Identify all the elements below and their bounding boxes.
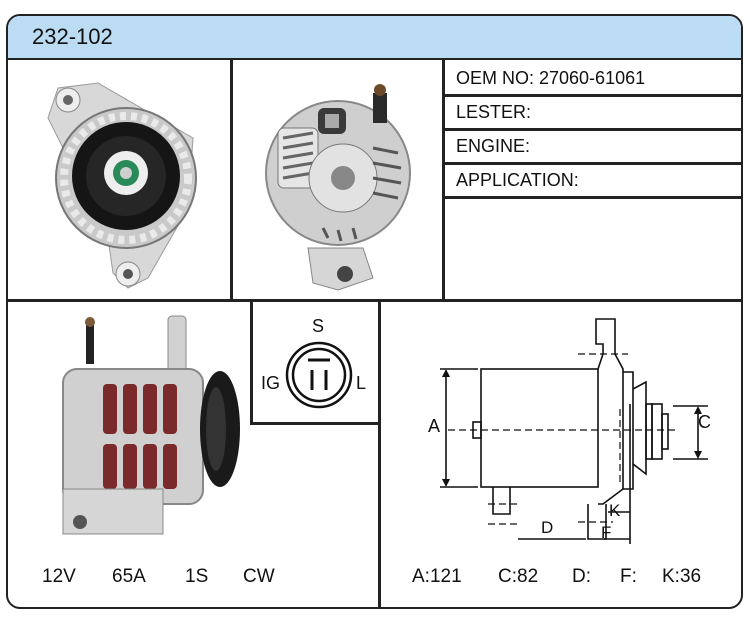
divider <box>442 60 445 300</box>
divider <box>442 162 741 165</box>
dimension-d-value: D: <box>572 566 591 587</box>
dimension-k-value: K:36 <box>662 566 702 587</box>
amperage-rating: 65A <box>112 566 146 587</box>
divider <box>8 299 741 302</box>
application-field: APPLICATION: <box>456 170 579 190</box>
dimension-c-value: C:82 <box>498 566 539 587</box>
dimension-label-k: K <box>609 501 621 520</box>
divider <box>442 94 741 97</box>
plug-label-s: S <box>312 316 325 336</box>
dimension-label-a: A <box>428 416 441 436</box>
pulley-type: 1S <box>185 566 209 587</box>
alternator-side-photo <box>62 315 240 535</box>
dimension-diagram <box>440 318 708 544</box>
product-card: 232-102 OEM NO: 27060-61061 LESTER: ENGI… <box>6 14 743 609</box>
rotation-direction: CW <box>243 566 275 587</box>
dimension-f-value: F: <box>620 566 637 587</box>
dimension-label-f: F <box>601 523 612 542</box>
lester-field: LESTER: <box>456 102 532 122</box>
divider <box>230 60 233 300</box>
alternator-rear-photo <box>265 84 411 291</box>
divider <box>250 422 380 425</box>
plug-label-ig: IG <box>261 373 281 393</box>
alternator-front-photo <box>47 82 197 289</box>
part-number-title: 232-102 <box>32 24 113 49</box>
dimension-a-value: A:121 <box>412 566 462 587</box>
plug-connector-diagram <box>285 341 353 409</box>
divider <box>442 196 741 199</box>
divider <box>378 300 381 607</box>
divider <box>442 128 741 131</box>
dimension-label-c: C <box>698 412 711 432</box>
dimension-label-d: D <box>541 518 554 537</box>
voltage-rating: 12V <box>42 566 76 587</box>
plug-label-l: L <box>356 373 367 393</box>
title-bar: 232-102 <box>8 16 741 60</box>
divider <box>250 300 253 424</box>
oem-number: OEM NO: 27060-61061 <box>456 68 646 88</box>
engine-field: ENGINE: <box>456 136 531 156</box>
